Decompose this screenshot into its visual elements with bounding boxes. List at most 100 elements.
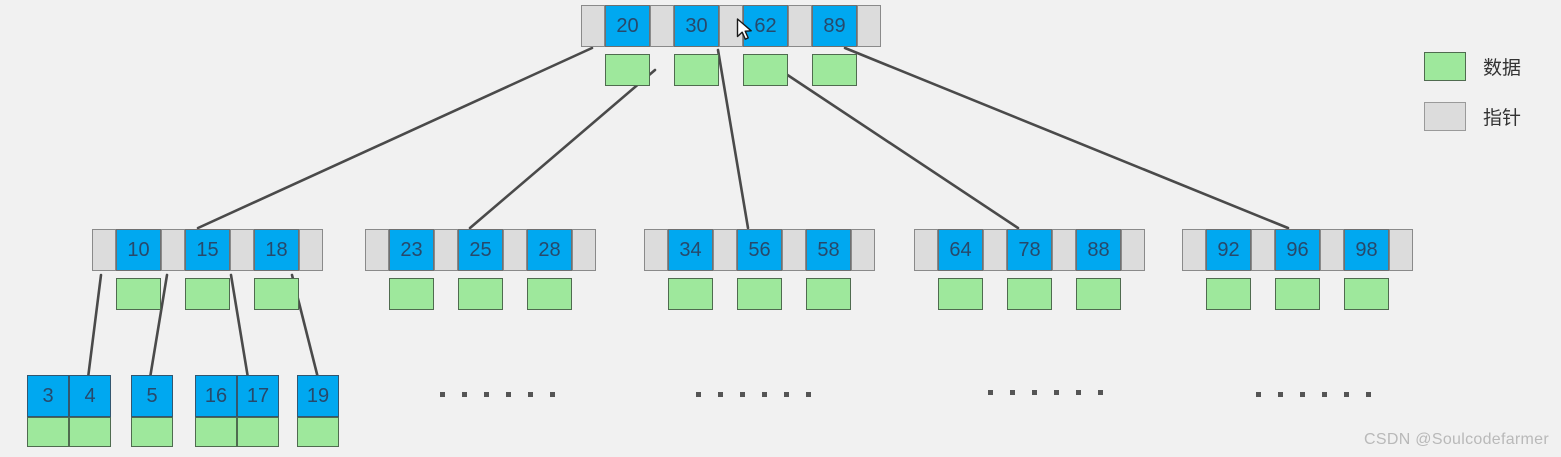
- root-key-3[interactable]: 89: [812, 5, 857, 86]
- ellipsis-dot: [440, 392, 445, 397]
- pointer-cell: [644, 229, 668, 271]
- internal4-pointer-1[interactable]: [983, 229, 1007, 271]
- internal-node-1[interactable]: 10 15 18: [92, 229, 323, 310]
- root-key-1[interactable]: 30: [674, 5, 719, 86]
- ellipsis-dot: [550, 392, 555, 397]
- data-block: [116, 278, 161, 310]
- internal5-key-2[interactable]: 98: [1344, 229, 1389, 310]
- internal-node-2[interactable]: 23 25 28: [365, 229, 596, 310]
- pointer-cell: [788, 5, 812, 47]
- leaf1-cell-0[interactable]: 3: [27, 375, 69, 447]
- key-cell: 96: [1275, 229, 1320, 271]
- internal1-pointer-1[interactable]: [161, 229, 185, 271]
- ellipsis-dot: [1278, 392, 1283, 397]
- internal1-pointer-0[interactable]: [92, 229, 116, 271]
- root-pointer-0[interactable]: [581, 5, 605, 47]
- key-cell: 92: [1206, 229, 1251, 271]
- ellipsis-group-1: [440, 392, 555, 397]
- internal1-key-2[interactable]: 18: [254, 229, 299, 310]
- internal4-key-0[interactable]: 64: [938, 229, 983, 310]
- legend-swatch-green-icon: [1424, 52, 1466, 81]
- internal4-pointer-3[interactable]: [1121, 229, 1145, 271]
- spacer: [1206, 271, 1251, 278]
- internal5-pointer-3[interactable]: [1389, 229, 1413, 271]
- internal1-pointer-2[interactable]: [230, 229, 254, 271]
- internal3-pointer-2[interactable]: [782, 229, 806, 271]
- legend-label-data: 数据: [1483, 57, 1522, 79]
- internal2-pointer-2[interactable]: [503, 229, 527, 271]
- ellipsis-dot: [1322, 392, 1327, 397]
- spacer: [1007, 271, 1052, 278]
- data-block: [1206, 278, 1251, 310]
- internal2-pointer-0[interactable]: [365, 229, 389, 271]
- ellipsis-group-4: [1256, 392, 1371, 397]
- leaf1-cell-1[interactable]: 4: [69, 375, 111, 447]
- ellipsis-dot: [806, 392, 811, 397]
- data-block: [185, 278, 230, 310]
- internal4-pointer-0[interactable]: [914, 229, 938, 271]
- pointer-cell: [1389, 229, 1413, 271]
- internal3-key-0[interactable]: 34: [668, 229, 713, 310]
- internal2-pointer-1[interactable]: [434, 229, 458, 271]
- spacer: [668, 271, 713, 278]
- leaf-node-4[interactable]: 19: [297, 375, 339, 447]
- key-cell: 4: [69, 375, 111, 417]
- pointer-cell: [365, 229, 389, 271]
- internal5-key-1[interactable]: 96: [1275, 229, 1320, 310]
- internal-node-4[interactable]: 64 78 88: [914, 229, 1145, 310]
- legend-item-pointer: 指针: [1424, 102, 1521, 131]
- pointer-cell: [1121, 229, 1145, 271]
- root-node[interactable]: 20 30 62 89: [581, 5, 881, 86]
- key-cell: 3: [27, 375, 69, 417]
- pointer-cell: [434, 229, 458, 271]
- edge-root-to-internal-2: [468, 68, 657, 230]
- legend-swatch-gray-icon: [1424, 102, 1466, 131]
- leaf-node-2[interactable]: 5: [131, 375, 173, 447]
- data-block: [743, 54, 788, 86]
- leaf2-cell-0[interactable]: 5: [131, 375, 173, 447]
- internal3-pointer-0[interactable]: [644, 229, 668, 271]
- internal1-pointer-3[interactable]: [299, 229, 323, 271]
- internal5-pointer-2[interactable]: [1320, 229, 1344, 271]
- pointer-cell: [851, 229, 875, 271]
- leaf-node-1[interactable]: 3 4: [27, 375, 111, 447]
- internal-node-3[interactable]: 34 56 58: [644, 229, 875, 310]
- pointer-cell: [581, 5, 605, 47]
- internal2-key-2[interactable]: 28: [527, 229, 572, 310]
- ellipsis-dot: [1054, 390, 1059, 395]
- internal4-pointer-2[interactable]: [1052, 229, 1076, 271]
- leaf-node-3[interactable]: 16 17: [195, 375, 279, 447]
- internal2-key-0[interactable]: 23: [389, 229, 434, 310]
- root-pointer-1[interactable]: [650, 5, 674, 47]
- leaf3-cell-1[interactable]: 17: [237, 375, 279, 447]
- internal3-key-2[interactable]: 58: [806, 229, 851, 310]
- data-block: [254, 278, 299, 310]
- ellipsis-dot: [1010, 390, 1015, 395]
- key-cell: 56: [737, 229, 782, 271]
- key-cell: 64: [938, 229, 983, 271]
- ellipsis-dot: [1300, 392, 1305, 397]
- key-cell: 5: [131, 375, 173, 417]
- internal1-key-0[interactable]: 10: [116, 229, 161, 310]
- root-pointer-3[interactable]: [788, 5, 812, 47]
- internal3-pointer-3[interactable]: [851, 229, 875, 271]
- internal5-pointer-0[interactable]: [1182, 229, 1206, 271]
- internal5-key-0[interactable]: 92: [1206, 229, 1251, 310]
- internal4-key-2[interactable]: 88: [1076, 229, 1121, 310]
- leaf3-cell-0[interactable]: 16: [195, 375, 237, 447]
- data-block: [458, 278, 503, 310]
- root-key-0[interactable]: 20: [605, 5, 650, 86]
- internal2-key-1[interactable]: 25: [458, 229, 503, 310]
- internal5-pointer-1[interactable]: [1251, 229, 1275, 271]
- key-cell: 19: [297, 375, 339, 417]
- internal3-pointer-1[interactable]: [713, 229, 737, 271]
- internal1-key-1[interactable]: 15: [185, 229, 230, 310]
- internal3-key-1[interactable]: 56: [737, 229, 782, 310]
- root-pointer-4[interactable]: [857, 5, 881, 47]
- internal4-key-1[interactable]: 78: [1007, 229, 1052, 310]
- internal-node-5[interactable]: 92 96 98: [1182, 229, 1413, 310]
- data-block: [812, 54, 857, 86]
- internal2-pointer-3[interactable]: [572, 229, 596, 271]
- spacer: [938, 271, 983, 278]
- leaf4-cell-0[interactable]: 19: [297, 375, 339, 447]
